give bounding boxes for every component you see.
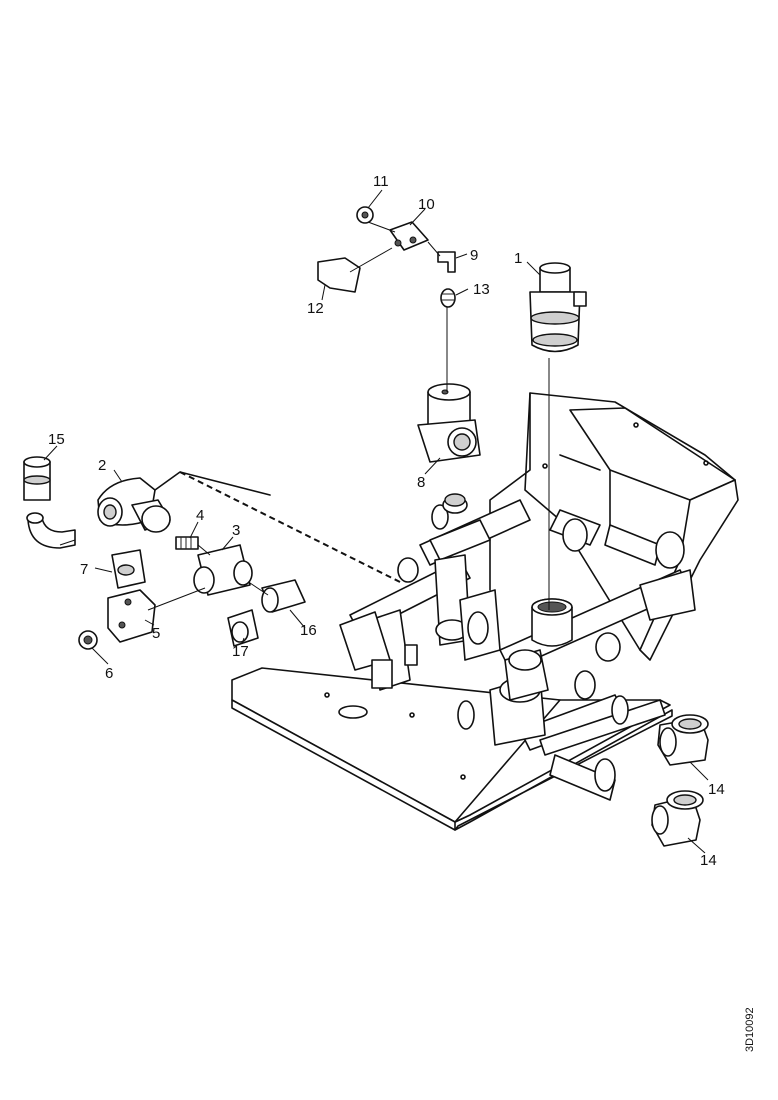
callout-labels: 1 2 3 4 5 6 7 8 9 10 11 12 13 14 14 15 1… <box>48 173 725 869</box>
fittings-14 <box>651 714 709 847</box>
drawing-number: 3D10092 <box>744 1007 756 1052</box>
left-parts <box>23 456 401 650</box>
callout-5: 5 <box>152 625 160 642</box>
callout-12: 12 <box>307 300 324 317</box>
callout-3: 3 <box>232 522 240 539</box>
callout-13: 13 <box>473 281 490 298</box>
callout-9: 9 <box>470 247 478 264</box>
callout-6: 6 <box>105 665 113 682</box>
callout-11: 11 <box>373 173 389 190</box>
callout-7: 7 <box>80 561 88 578</box>
callout-4: 4 <box>196 507 204 524</box>
callout-leaders <box>43 189 709 854</box>
callout-16: 16 <box>300 622 317 639</box>
callout-8: 8 <box>417 474 425 491</box>
callout-1: 1 <box>514 250 522 267</box>
callout-15: 15 <box>48 431 65 448</box>
part-8-valve <box>417 300 481 463</box>
part-1-filter <box>529 262 587 610</box>
callout-17: 17 <box>232 643 249 660</box>
parts-9-13 <box>317 206 456 308</box>
callout-14a: 14 <box>708 781 725 798</box>
callout-14b: 14 <box>700 852 717 869</box>
callout-10: 10 <box>418 196 435 213</box>
base-plate <box>231 667 673 831</box>
callout-2: 2 <box>98 457 106 474</box>
pipework <box>339 493 696 801</box>
